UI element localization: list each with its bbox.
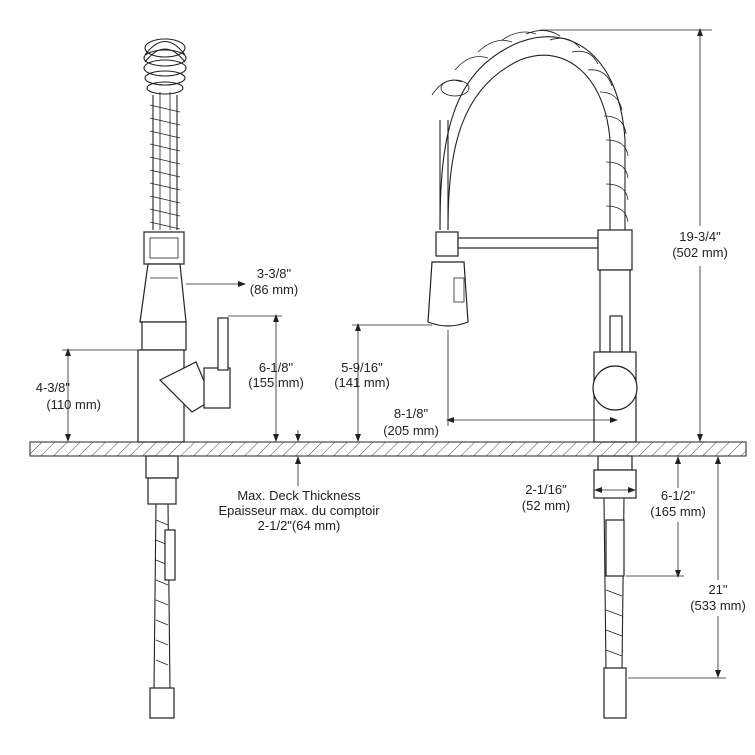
- spout-reach-metric: (205 mm): [383, 423, 439, 438]
- hose-length-imperial: 21": [708, 582, 727, 597]
- spout-reach-imperial: 8-1/8": [394, 406, 429, 421]
- deck-thickness-note: Max. Deck Thickness Epaisseur max. du co…: [218, 488, 380, 533]
- base-height-metric: (110 mm): [46, 397, 101, 412]
- right-hose-connector: [603, 667, 627, 719]
- right-faucet-front-view: [427, 30, 638, 719]
- handle-height-metric: (155 mm): [248, 375, 304, 390]
- left-faucet-side-view: [137, 38, 231, 719]
- spout-clearance-metric: (141 mm): [334, 375, 390, 390]
- total-height-metric: (502 mm): [672, 245, 728, 260]
- handle-width-imperial: 3-3/8": [257, 266, 292, 281]
- right-shank-nut: [593, 469, 637, 499]
- deck-note-line-1: Max. Deck Thickness: [237, 488, 361, 503]
- right-crossbar: [457, 237, 599, 249]
- dimension-lines: [62, 28, 726, 679]
- left-hose-connector: [149, 687, 175, 719]
- shank-length-metric: (165 mm): [650, 504, 706, 519]
- shank-length-imperial: 6-1/2": [661, 488, 696, 503]
- handle-height-imperial: 6-1/8": [259, 360, 294, 375]
- shank-diameter-metric: (52 mm): [522, 498, 570, 513]
- left-spray-head: [139, 263, 187, 323]
- shank-diameter-imperial: 2-1/16": [525, 482, 567, 497]
- left-shank-nut: [145, 455, 179, 479]
- deck-note-line-3: 2-1/2"(64 mm): [258, 518, 341, 533]
- total-height-imperial: 19-3/4": [679, 229, 721, 244]
- dimension-labels: 3-3/8" (86 mm) 4-3/8" (110 mm) 6-1/8" (1…: [36, 229, 746, 613]
- hose-length-metric: (533 mm): [690, 598, 746, 613]
- deck-note-line-2: Epaisseur max. du comptoir: [218, 503, 380, 518]
- handle-width-metric: (86 mm): [250, 282, 298, 297]
- base-height-imperial: 4-3/8": [36, 380, 71, 395]
- left-spring-coil: [143, 38, 187, 230]
- left-spout-collar: [143, 231, 185, 265]
- spout-clearance-imperial: 5-9/16": [341, 360, 383, 375]
- right-spray-head: [427, 261, 469, 327]
- right-spring-arch: [431, 30, 629, 232]
- countertop: [29, 441, 747, 457]
